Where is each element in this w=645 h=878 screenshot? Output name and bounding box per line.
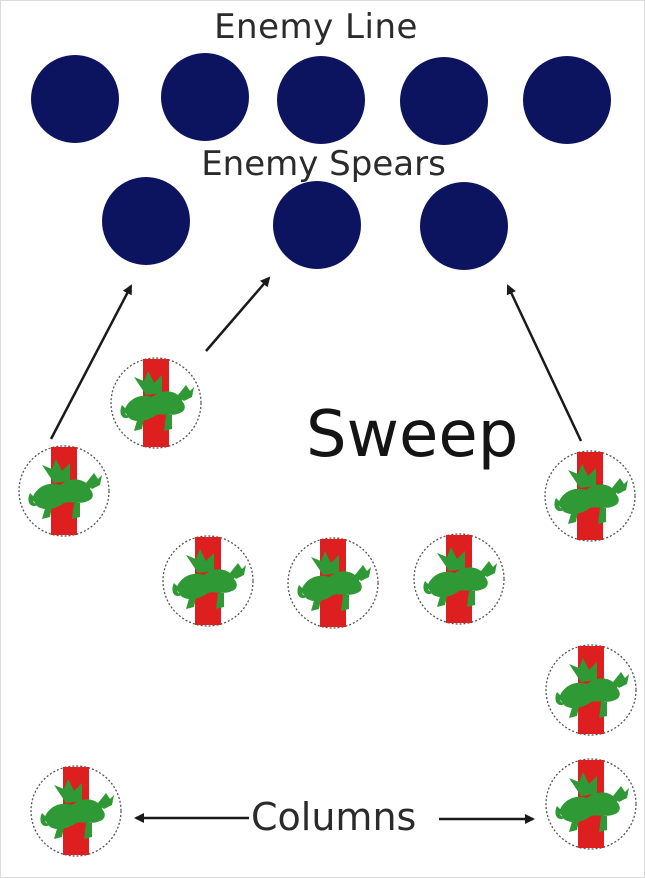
welsh-badge-icon (110, 357, 202, 449)
welsh-badge-icon (545, 644, 637, 736)
sweep-arrow-right (506, 284, 583, 442)
enemy-line-unit (161, 53, 249, 141)
enemy-line-group (31, 53, 611, 145)
welsh-badge-icon (287, 537, 379, 629)
sweep-arrow-left (49, 284, 133, 440)
welsh-badge-icon (30, 765, 122, 857)
enemy-line-unit (31, 55, 119, 143)
enemy-spear-unit (420, 182, 508, 270)
arrows-group (49, 276, 583, 824)
enemy-line-unit (400, 57, 488, 145)
welsh-badge-icon (162, 535, 254, 627)
welsh-badge-icon (18, 445, 110, 537)
enemy-line-label: Enemy Line (214, 7, 418, 47)
columns-label: Columns (251, 795, 417, 839)
enemy-spear-unit (273, 181, 361, 269)
sweep-arrow-middle (205, 276, 271, 352)
welsh-badge-icon (545, 758, 637, 850)
enemy-line-unit (277, 56, 365, 144)
welsh-badge-icon (413, 533, 505, 625)
enemy-spears-group (102, 177, 508, 270)
welsh-badge-icon (544, 450, 636, 542)
enemy-spear-unit (102, 177, 190, 265)
enemy-line-unit (523, 56, 611, 144)
enemy-spears-label: Enemy Spears (201, 144, 446, 184)
sweep-label: Sweep (306, 398, 519, 472)
